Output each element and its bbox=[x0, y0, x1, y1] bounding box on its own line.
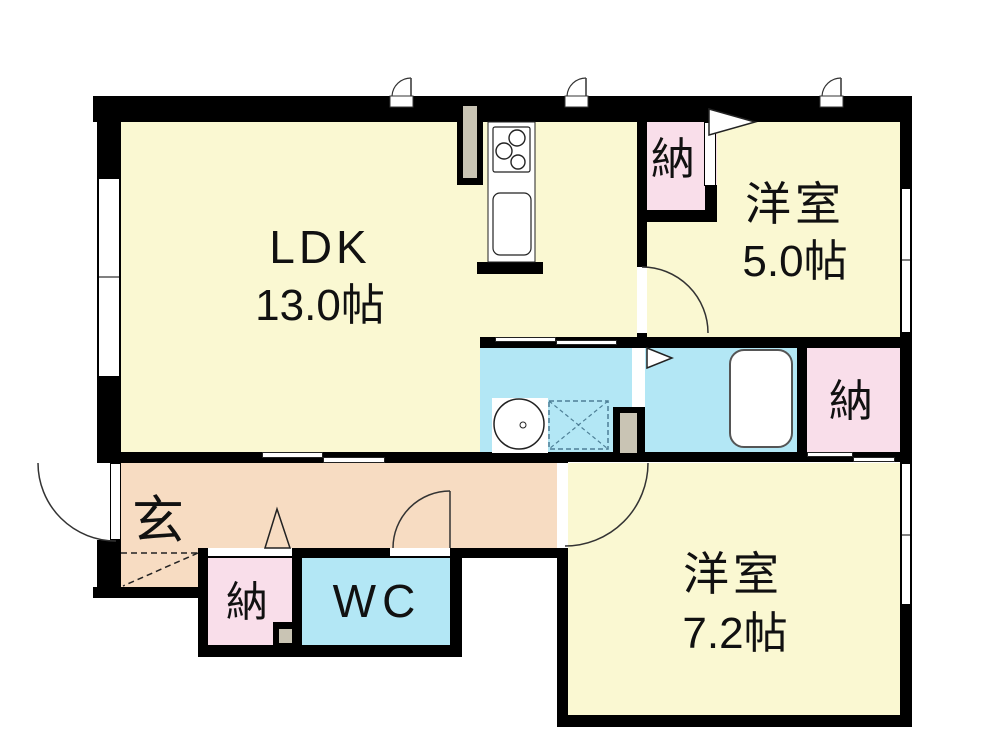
window-strip bbox=[901, 188, 911, 333]
label-entrance: 玄 bbox=[131, 492, 185, 551]
sliding-door-panels bbox=[262, 452, 323, 458]
wall bbox=[568, 452, 912, 462]
wall bbox=[450, 548, 462, 657]
label-western72-name: 洋室 bbox=[683, 548, 783, 600]
window-strip bbox=[98, 178, 120, 377]
label-western72-size: 7.2帖 bbox=[682, 609, 788, 658]
folding-door-opening bbox=[704, 122, 716, 186]
wall bbox=[198, 548, 208, 657]
door-opening bbox=[637, 267, 647, 333]
wall bbox=[93, 96, 912, 122]
wall bbox=[198, 548, 568, 558]
label-closet-top: 納 bbox=[651, 135, 695, 184]
sliding-door-panels bbox=[807, 452, 853, 457]
wall bbox=[480, 337, 900, 348]
wall bbox=[797, 348, 807, 462]
label-wc: WC bbox=[332, 575, 422, 627]
pipe-space bbox=[463, 106, 477, 178]
wall bbox=[637, 210, 717, 222]
wall bbox=[637, 122, 647, 348]
entrance-door-leaf bbox=[110, 463, 121, 540]
folding-door-opening bbox=[632, 348, 645, 407]
label-ldk-size: 13.0帖 bbox=[255, 281, 385, 330]
sliding-door-panels bbox=[323, 457, 385, 463]
door-opening bbox=[390, 548, 450, 556]
label-closet-right: 納 bbox=[829, 377, 873, 426]
wall bbox=[93, 587, 208, 598]
room-wc bbox=[302, 552, 450, 647]
folding-door-opening bbox=[208, 548, 292, 556]
label-closet-bottom: 納 bbox=[225, 578, 269, 626]
label-western5-name: 洋室 bbox=[745, 178, 845, 230]
pipe-space bbox=[620, 413, 637, 453]
sliding-door-panels bbox=[495, 337, 556, 342]
label-western5-size: 5.0帖 bbox=[742, 237, 848, 286]
wall bbox=[557, 548, 568, 727]
label-ldk-name: LDK bbox=[269, 221, 371, 273]
kitchen-counter-end bbox=[477, 262, 543, 274]
room-bath bbox=[645, 345, 797, 455]
room-closet-right bbox=[797, 348, 900, 452]
pipe-space bbox=[279, 629, 292, 643]
wall bbox=[198, 645, 462, 657]
sliding-door-panels bbox=[853, 457, 895, 462]
sliding-door-panels bbox=[556, 340, 617, 345]
wall bbox=[705, 185, 717, 222]
door-opening bbox=[557, 463, 568, 548]
wall bbox=[292, 548, 302, 657]
wall bbox=[557, 715, 912, 727]
window-strip bbox=[901, 463, 911, 605]
